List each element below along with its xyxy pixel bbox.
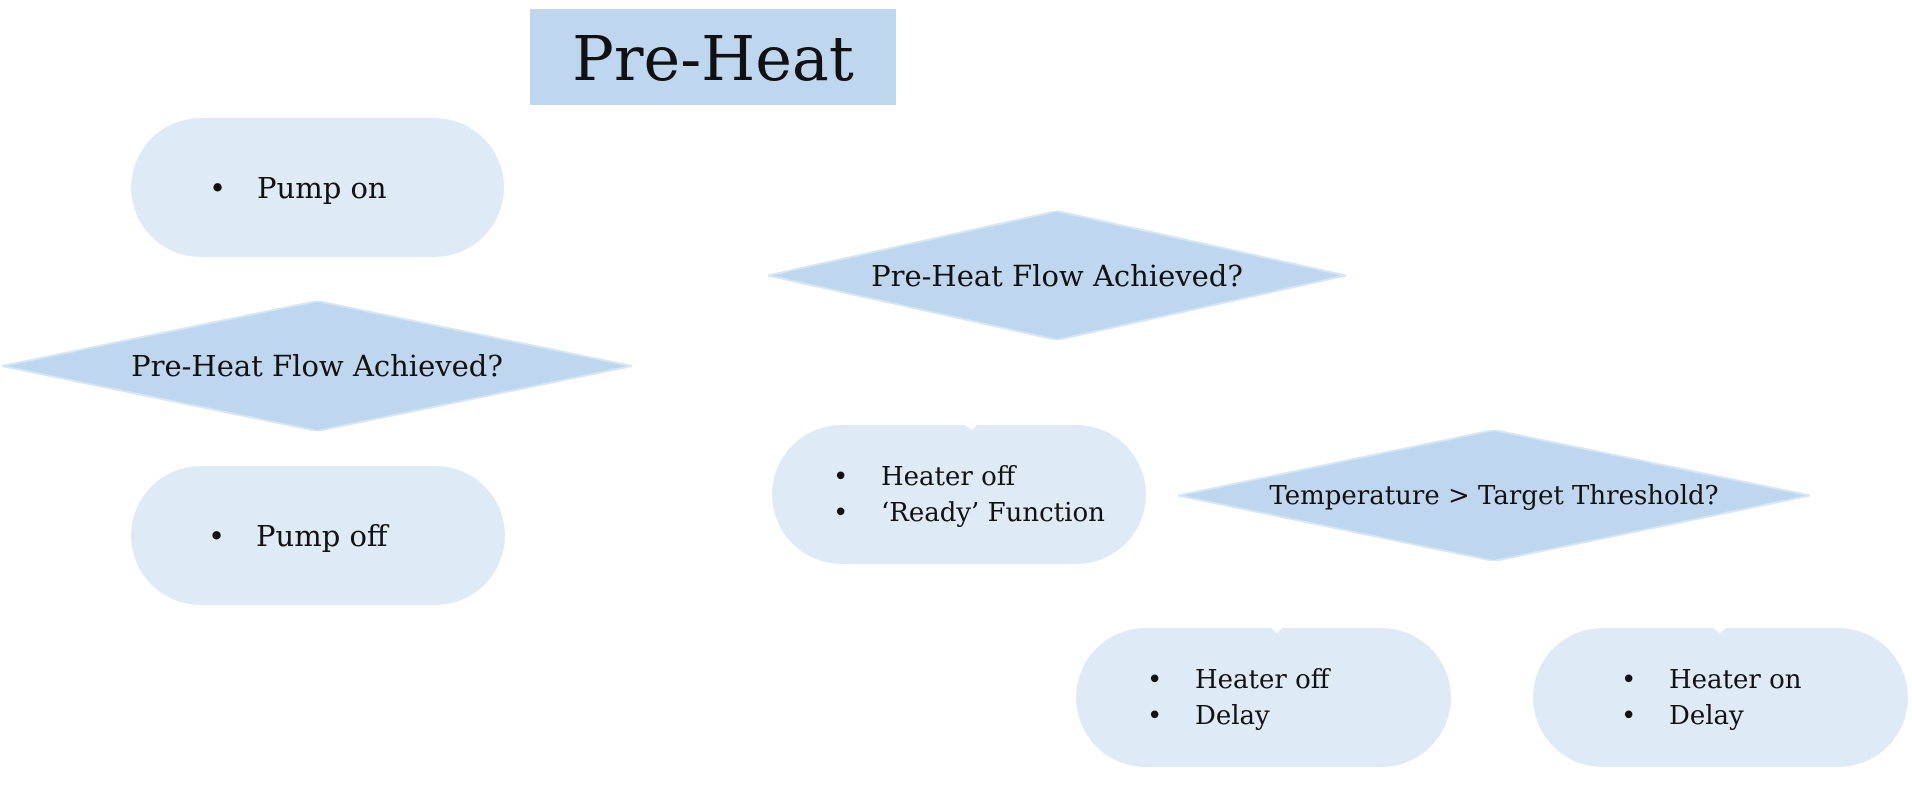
connector-notch [1708,624,1730,633]
list-item: Pump off [208,518,387,554]
pump-on-box: Pump on [131,118,504,257]
preheat-flow-decision-right: Pre-Heat Flow Achieved? [768,211,1346,340]
pump-off-box: Pump off [131,466,505,605]
ready-function-list: Heater off ‘Ready’ Function [833,459,1105,531]
preheat-flow-decision-left: Pre-Heat Flow Achieved? [2,301,632,431]
list-item: Delay [1147,698,1329,734]
list-item: Heater off [1147,662,1329,698]
diamond-shape [768,211,1346,340]
connector-notch [1265,624,1287,633]
heater-off-delay-box: Heater off Delay [1076,628,1451,767]
decision-label: Pre-Heat Flow Achieved? [131,349,503,383]
diamond-shape [1178,430,1810,561]
pump-off-list: Pump off [208,518,387,554]
list-item: Heater off [833,459,1105,495]
list-item: Pump on [209,170,386,206]
heater-on-delay-box: Heater on Delay [1533,628,1908,767]
diamond-shape [2,301,632,431]
decision-label: Pre-Heat Flow Achieved? [871,258,1243,293]
heater-on-delay-list: Heater on Delay [1621,662,1802,734]
decision-label: Temperature > Target Threshold? [1269,480,1719,511]
title-box: Pre-Heat [530,9,896,105]
ready-function-box: Heater off ‘Ready’ Function [772,425,1146,564]
list-item: Heater on [1621,662,1801,698]
heater-off-delay-list: Heater off Delay [1147,662,1329,734]
list-item: Delay [1621,698,1802,734]
temperature-decision: Temperature > Target Threshold? [1178,430,1810,561]
connector-notch [958,420,982,430]
list-item: ‘Ready’ Function [833,495,1105,531]
diagram-title: Pre-Heat [572,22,854,95]
pump-on-list: Pump on [209,170,386,206]
